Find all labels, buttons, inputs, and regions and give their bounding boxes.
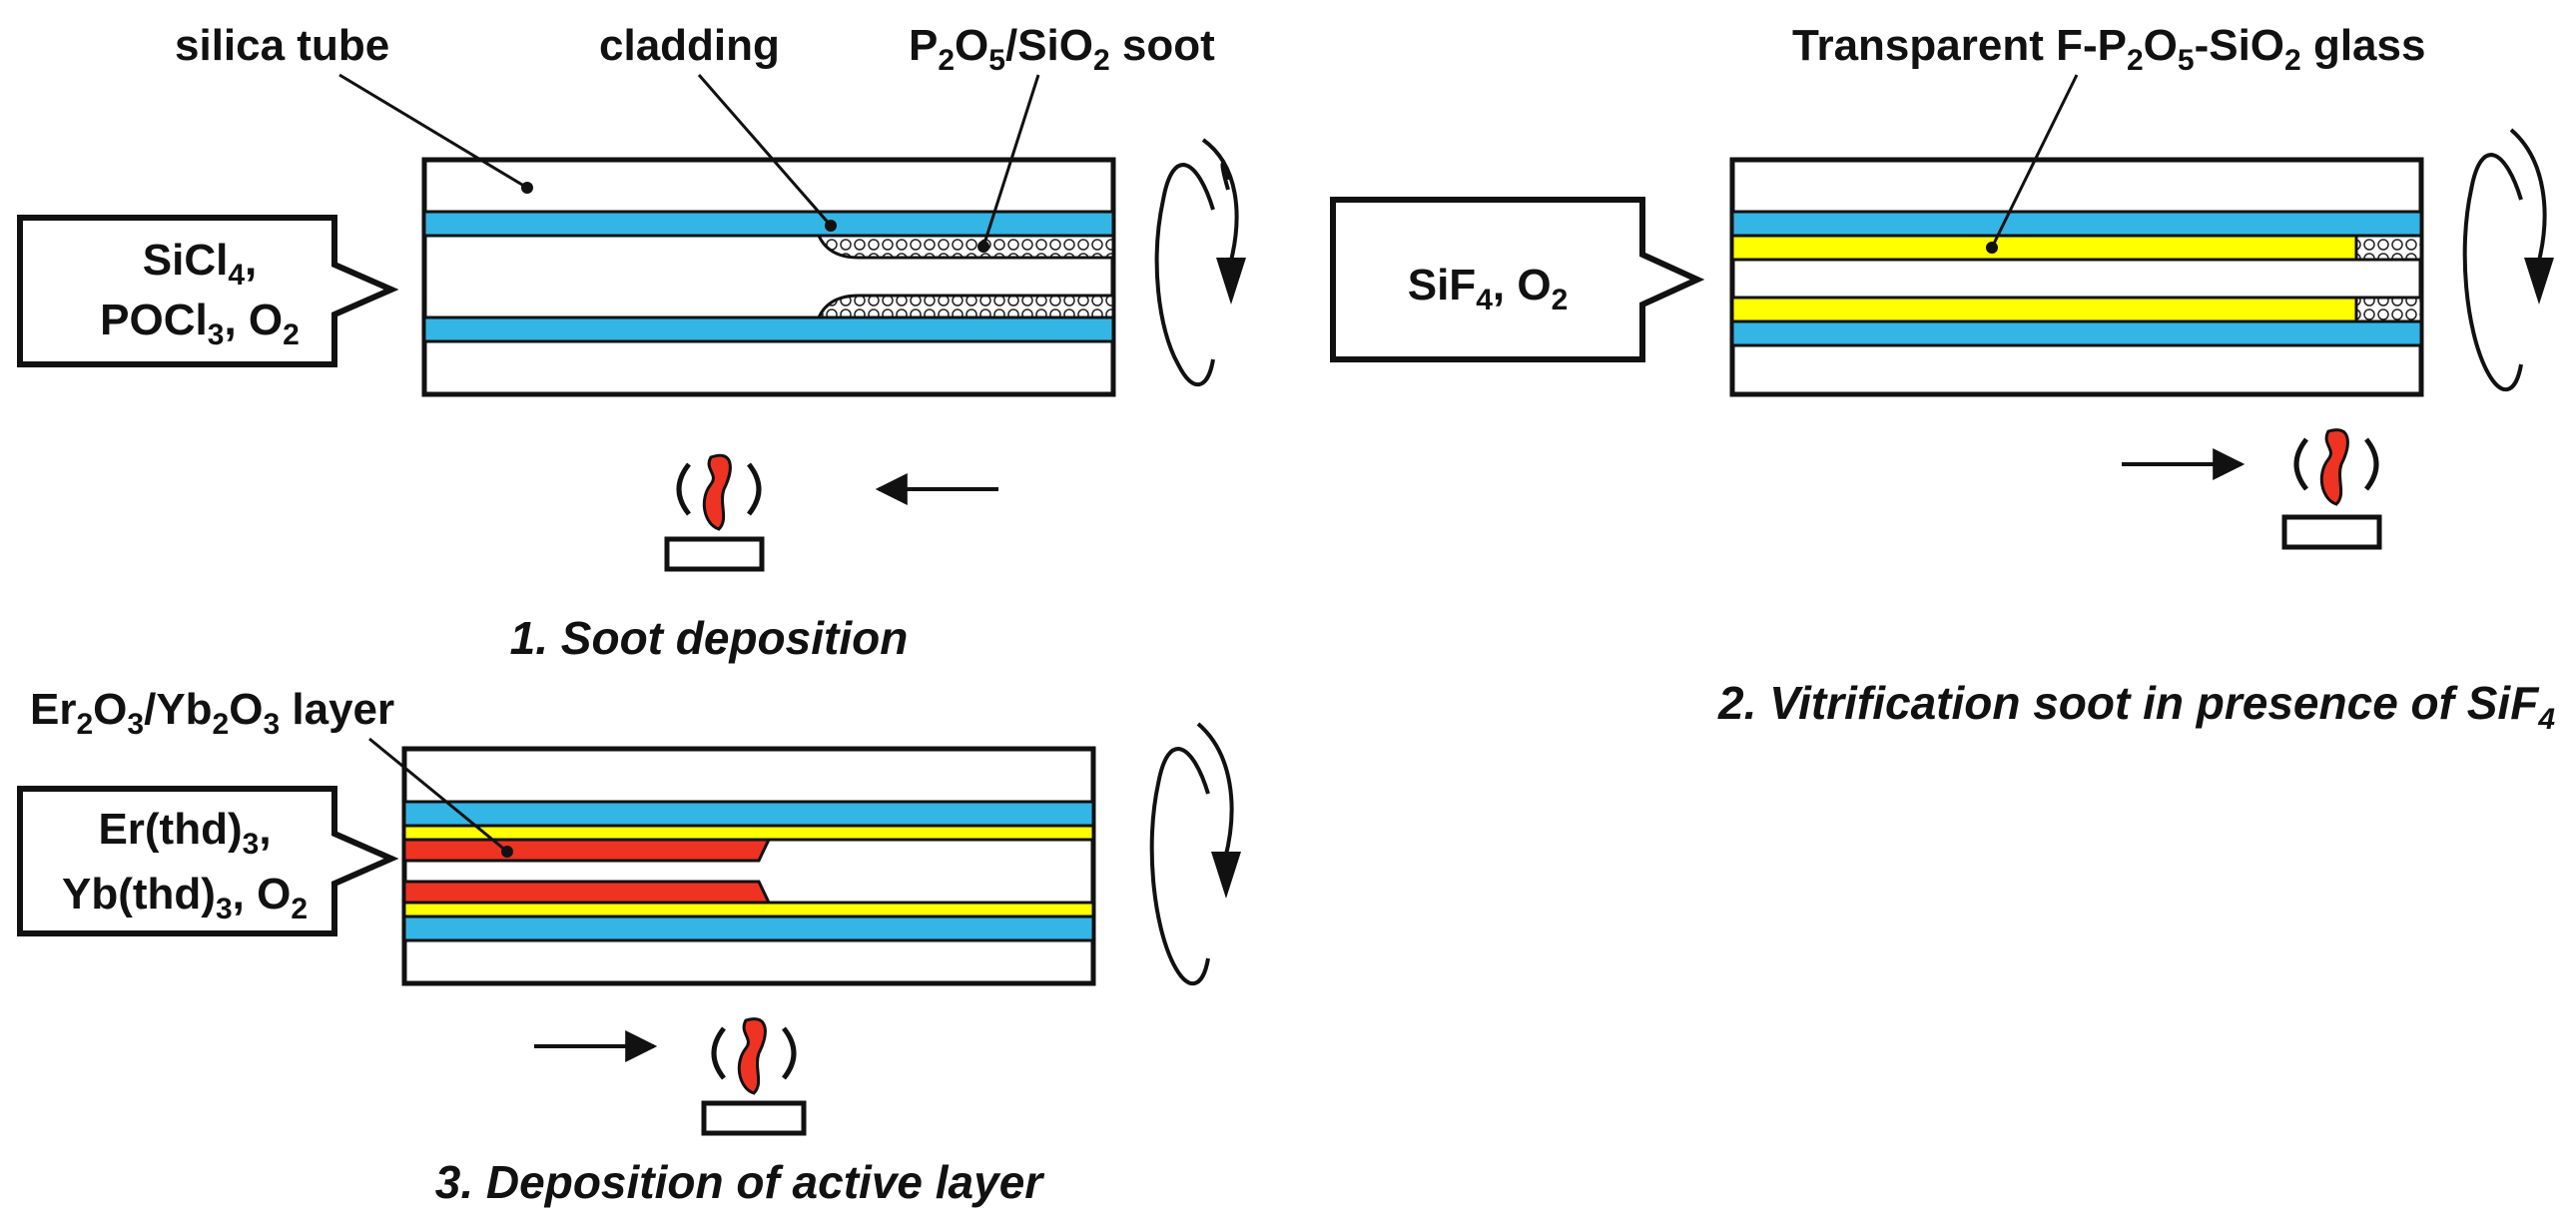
rotation-arrow-1-icon (1154, 138, 1246, 387)
rotation-arrow-3-icon (1149, 722, 1241, 986)
label-silica-tube: silica tube (175, 21, 389, 70)
gas-input-3-line1: Er(thd)3, (98, 805, 271, 861)
label-soot: P2O5/SiO2 soot (909, 21, 1215, 77)
gas-input-arrow-3: Er(thd)3, Yb(thd)3, O2 (17, 786, 399, 936)
tube-3 (401, 746, 1096, 986)
burner-2-icon (2281, 428, 2382, 550)
tube-1 (421, 157, 1116, 397)
gas-input-arrow-1: SiCl4, POCl3, O2 (17, 215, 399, 367)
burner-3-icon (701, 1017, 807, 1136)
label-layer: Er2O3/Yb2O3 layer (30, 685, 394, 741)
label-glass: Transparent F-P2O5-SiO2 glass (1792, 21, 2425, 77)
caption-1: 1. Soot deposition (510, 612, 909, 664)
caption-2: 2. Vitrification soot in presence of SiF… (1717, 677, 2555, 736)
panel-vitrification: SiF4, O2 Transparent F-P2O5-SiO2 glass (1330, 21, 2555, 736)
rotation-arrow-2-icon (2462, 128, 2554, 392)
gas-input-3-line2: Yb(thd)3, O2 (62, 870, 308, 925)
gas-input-2-line1: SiF4, O2 (1408, 261, 1569, 316)
tube-2 (1729, 157, 2424, 397)
burner-1-icon (664, 453, 765, 572)
gas-input-arrow-2: SiF4, O2 (1330, 197, 1705, 362)
gas-input-1-line1: SiCl4, (143, 236, 258, 292)
panel-active-layer: Er(thd)3, Yb(thd)3, O2 Er2O3/Yb2O3 layer (17, 685, 1241, 1208)
panel-soot-deposition: SiCl4, POCl3, O2 silica tube cladding P2… (17, 21, 1246, 664)
caption-3: 3. Deposition of active layer (435, 1156, 1045, 1208)
label-cladding: cladding (599, 21, 780, 70)
gas-input-1-line2: POCl3, O2 (100, 296, 300, 351)
